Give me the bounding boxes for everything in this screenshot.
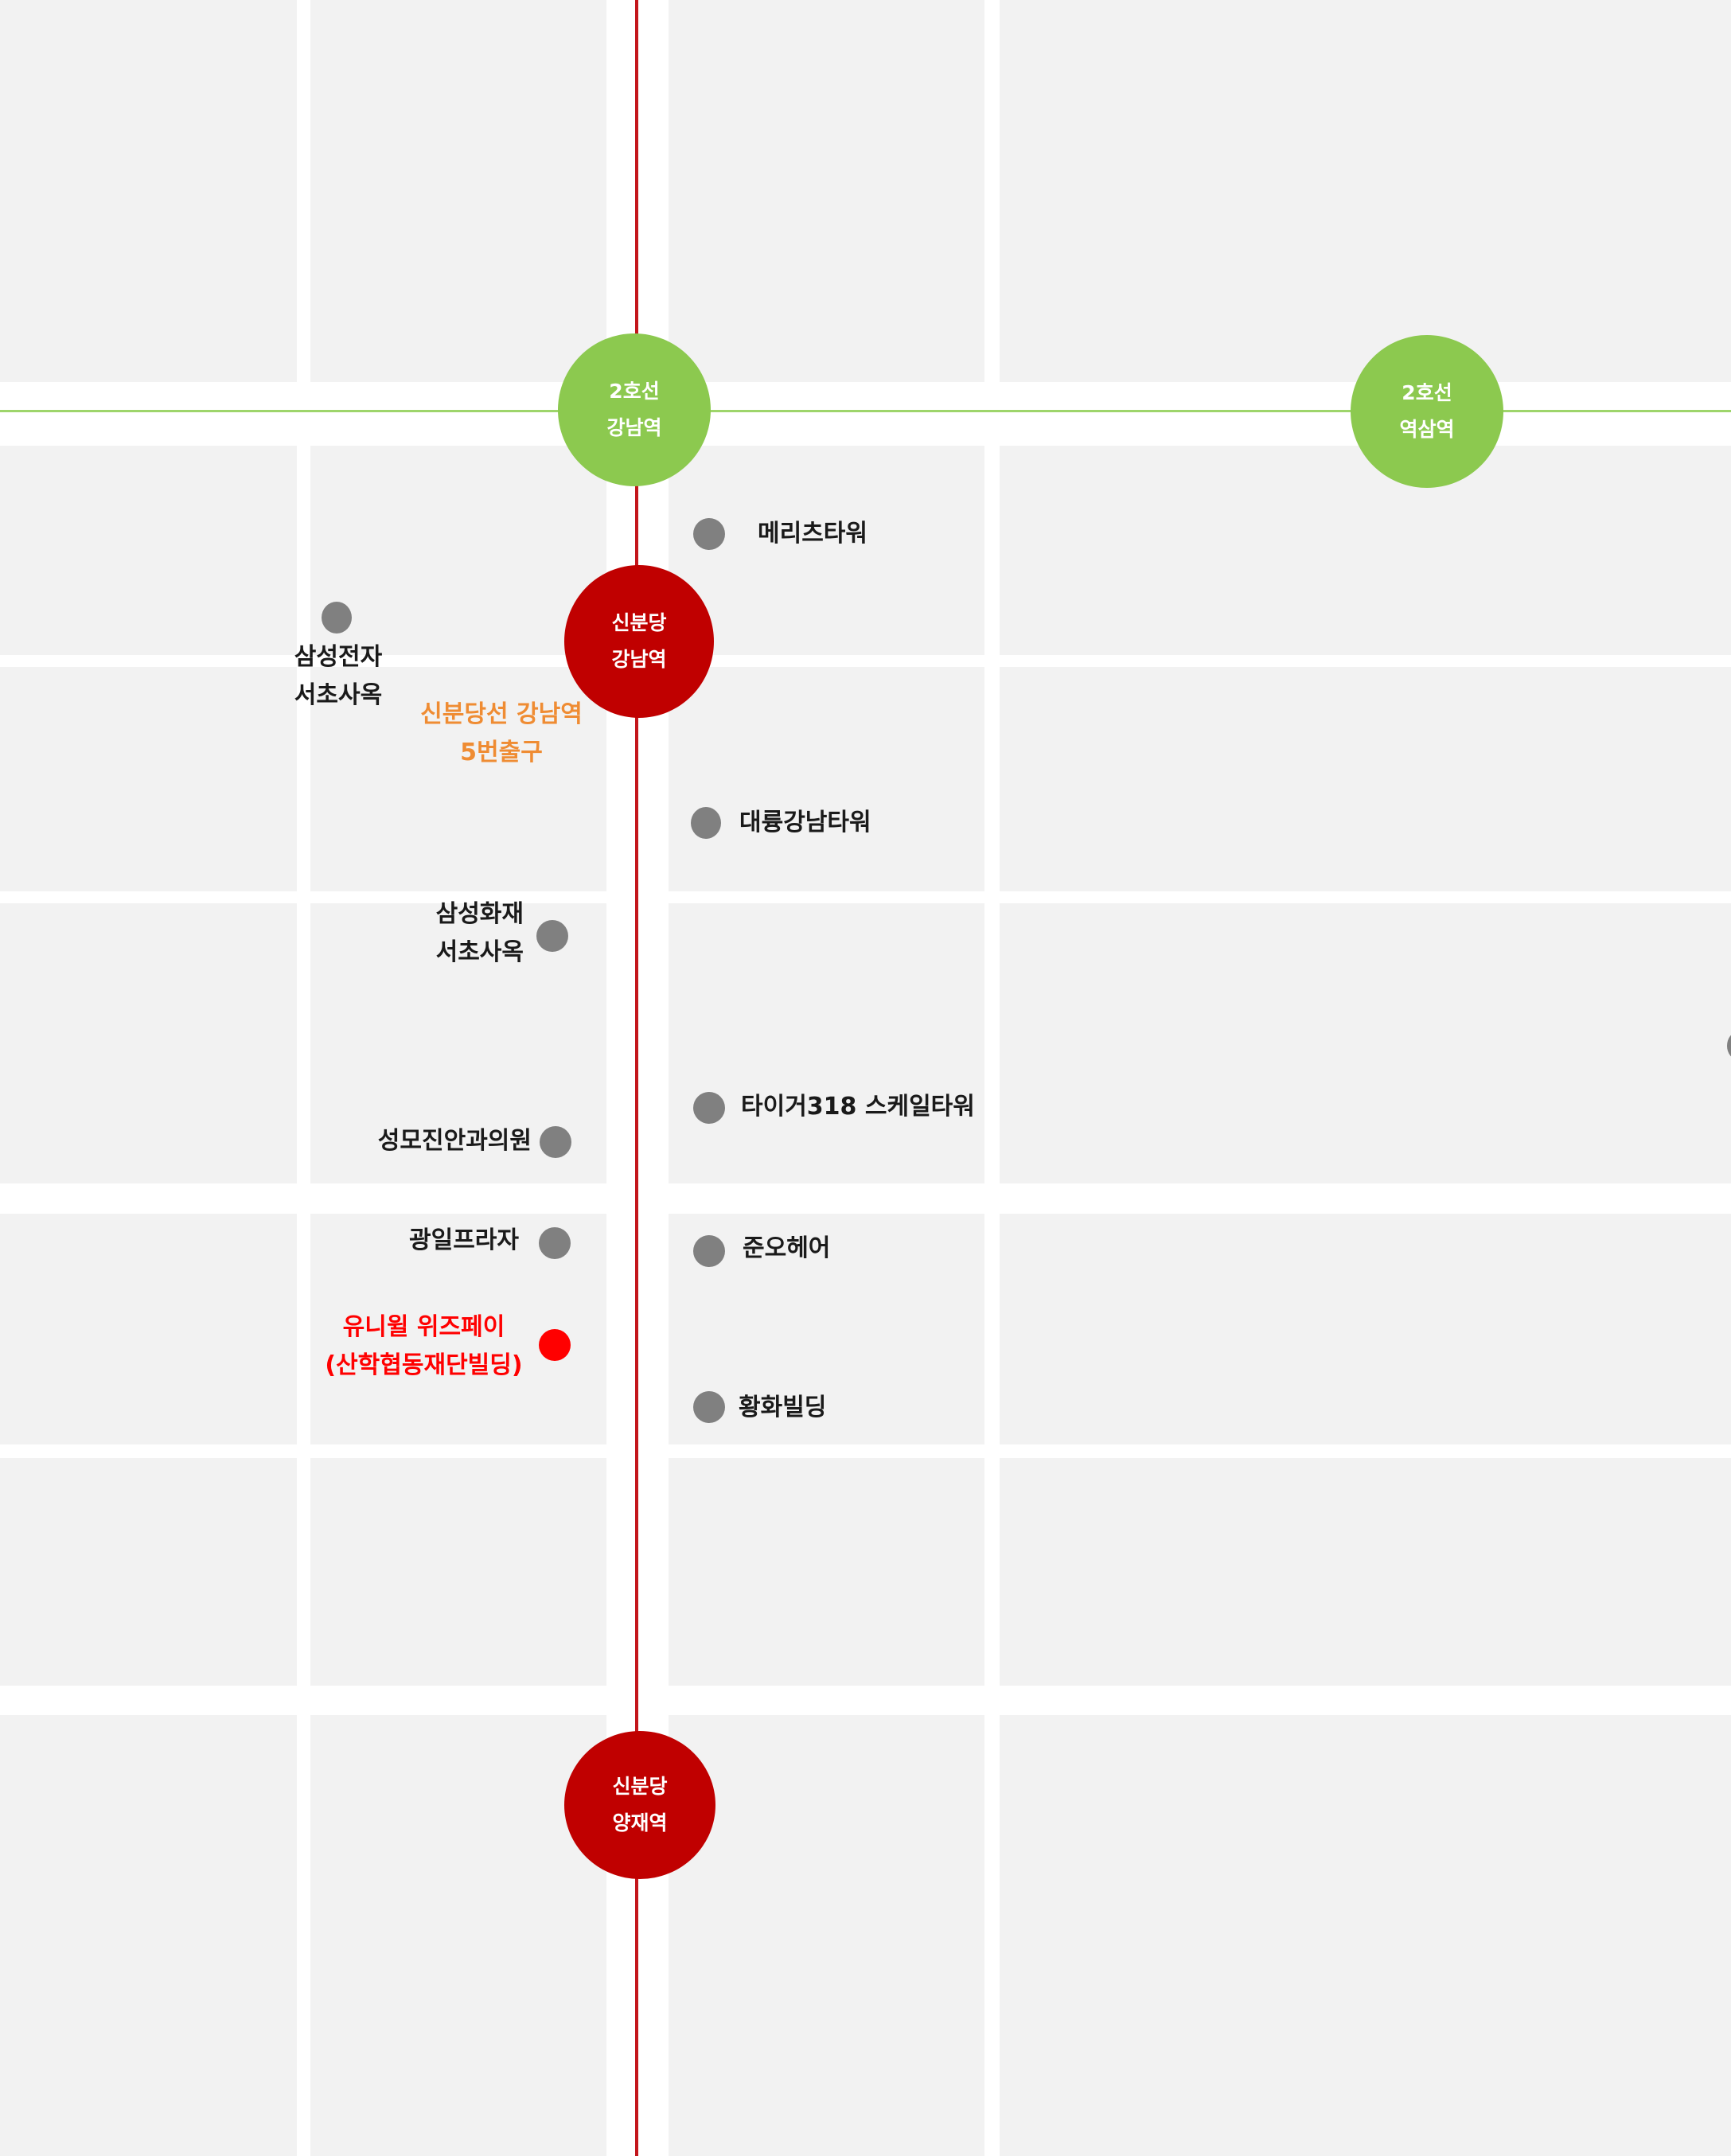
poi-label-tiger318: 타이거318 스케일타워: [741, 1093, 975, 1121]
poi-label-juno-hair: 준오헤어: [743, 1234, 831, 1262]
station-gangnam-sinbundang[interactable]: 신분당 강남역: [564, 565, 714, 718]
city-block: [310, 1715, 606, 2156]
city-block: [0, 1715, 297, 2156]
station-line-label: 신분당: [612, 1775, 668, 1798]
poi-label-daeryung-tower: 대륭강남타워: [739, 809, 871, 836]
city-block: [0, 903, 297, 1183]
station-name-label: 역삼역: [1399, 418, 1455, 441]
poi-marker-offscreen[interactable]: [1727, 1032, 1731, 1059]
city-block: [669, 446, 984, 655]
station-name-label: 강남역: [611, 648, 667, 671]
poi-label-uniwill: 유니윌 위즈페이 (산학협동재단빌딩): [325, 1313, 523, 1379]
station-yeoksam-line2[interactable]: 2호선 역삼역: [1351, 335, 1503, 488]
station-line-label: 2호선: [1402, 381, 1452, 404]
poi-label-kwangil-plaza: 광일프라자: [409, 1226, 519, 1254]
city-block: [0, 1458, 297, 1686]
city-block: [1000, 667, 1731, 891]
city-block: [310, 446, 606, 655]
poi-marker-kwangil-plaza[interactable]: [539, 1227, 571, 1259]
city-block: [669, 903, 984, 1183]
station-line-label: 2호선: [609, 380, 660, 403]
station-name-label: 강남역: [606, 416, 662, 439]
city-block: [1000, 903, 1731, 1183]
station-line-label: 신분당: [611, 611, 667, 634]
city-block: [0, 667, 297, 891]
poi-marker-uniwill-highlight[interactable]: [539, 1329, 571, 1361]
line2-track: [0, 410, 1731, 412]
city-block: [310, 0, 606, 382]
city-block: [1000, 0, 1731, 382]
sinbundang-line: [635, 0, 638, 2156]
city-block: [669, 0, 984, 382]
poi-marker-sungmo-clinic[interactable]: [540, 1126, 571, 1158]
city-block: [669, 1715, 984, 2156]
poi-label-merits-tower: 메리츠타워: [758, 520, 867, 548]
city-block: [0, 446, 297, 655]
poi-marker-merits-tower[interactable]: [693, 518, 725, 550]
city-block: [1000, 1458, 1731, 1686]
city-block: [310, 1458, 606, 1686]
city-block: [0, 1214, 297, 1444]
poi-label-samsung-electronics: 삼성전자 서초사옥: [294, 643, 383, 709]
poi-marker-tiger318[interactable]: [693, 1092, 725, 1124]
poi-label-hwanghwa-building: 황화빌딩: [739, 1394, 827, 1421]
station-name-label: 양재역: [612, 1811, 668, 1834]
city-block: [1000, 1715, 1731, 2156]
city-block: [310, 667, 606, 891]
poi-label-sungmo-clinic: 성모진안과의원: [377, 1127, 532, 1155]
poi-marker-samsung-fire[interactable]: [536, 920, 568, 952]
poi-marker-samsung-electronics[interactable]: [322, 602, 352, 634]
poi-label-samsung-fire: 삼성화재 서초사옥: [435, 900, 524, 966]
poi-marker-juno-hair[interactable]: [693, 1235, 725, 1267]
city-block: [0, 0, 297, 382]
city-block: [669, 1458, 984, 1686]
city-block: [1000, 446, 1731, 655]
poi-marker-hwanghwa-building[interactable]: [693, 1391, 725, 1423]
city-block: [669, 667, 984, 891]
station-yangjae-sinbundang[interactable]: 신분당 양재역: [564, 1731, 715, 1879]
station-gangnam-line2[interactable]: 2호선 강남역: [558, 333, 711, 486]
city-block: [1000, 1214, 1731, 1444]
exit-label: 신분당선 강남역 5번출구: [420, 700, 583, 766]
poi-marker-daeryung-tower[interactable]: [691, 807, 721, 839]
